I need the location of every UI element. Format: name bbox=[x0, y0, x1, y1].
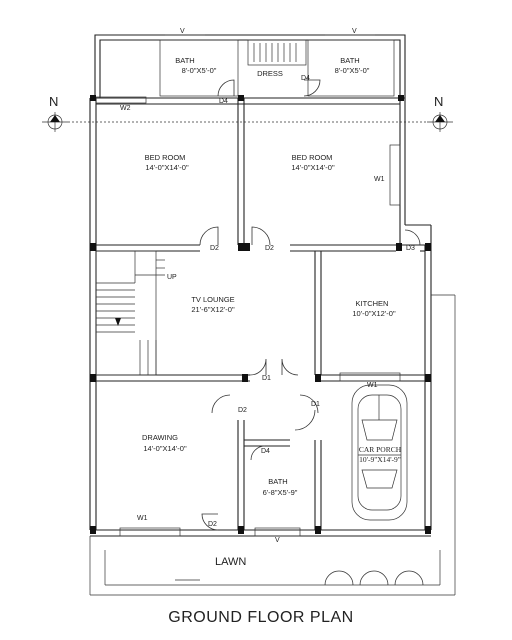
windows bbox=[95, 96, 401, 537]
north-label-right: N bbox=[434, 94, 443, 109]
tag-d1-lounge: D1 bbox=[262, 375, 271, 382]
bath3-size: 6'-8"X5'-9" bbox=[263, 488, 298, 497]
opening-tags: V V W2 D4 D4 W1 D2 D2 D3 D1 W1 D2 D1 D4 … bbox=[120, 28, 415, 544]
bath3-name: BATH bbox=[268, 477, 287, 486]
kitchen-size: 10'-0"X12'-0" bbox=[352, 309, 396, 318]
bath1-name: BATH bbox=[175, 56, 194, 65]
north-arrow-left: N bbox=[42, 94, 68, 132]
tag-d2-entry: D2 bbox=[208, 521, 217, 528]
room-labels: BATH 8'-0"X5'-0" DRESS BATH 8'-0"X5'-0" … bbox=[142, 56, 402, 497]
tag-w1-porch: W1 bbox=[367, 382, 378, 389]
stair-up-label: UP bbox=[167, 274, 177, 281]
bath1-size: 8'-0"X5'-0" bbox=[182, 66, 217, 75]
tag-w2: W2 bbox=[120, 105, 131, 112]
door-swings bbox=[199, 79, 421, 531]
plan-title: GROUND FLOOR PLAN bbox=[168, 609, 353, 626]
tag-w1-drawing: W1 bbox=[137, 515, 148, 522]
tag-d3: D3 bbox=[406, 245, 415, 252]
kitchen-name: KITCHEN bbox=[356, 299, 389, 308]
bedroom2-size: 14'-0"X14'-0" bbox=[291, 163, 335, 172]
dress-name: DRESS bbox=[257, 69, 283, 78]
interior-walls bbox=[90, 98, 431, 530]
tag-w1-bedroom: W1 bbox=[374, 176, 385, 183]
bedroom1-name: BED ROOM bbox=[145, 153, 186, 162]
bath2-name: BATH bbox=[340, 56, 359, 65]
tag-d2-bed1: D2 bbox=[210, 245, 219, 252]
north-arrow-right: N bbox=[427, 94, 453, 132]
lawn-label: LAWN bbox=[215, 556, 246, 568]
tag-v-top-right: V bbox=[352, 28, 357, 35]
north-label-left: N bbox=[49, 94, 58, 109]
car-porch-name: CAR PORCH bbox=[359, 445, 402, 454]
tag-v-top-left: V bbox=[180, 28, 185, 35]
tag-d2-drawing: D2 bbox=[238, 407, 247, 414]
bedroom1-size: 14'-0"X14'-0" bbox=[145, 163, 189, 172]
drawing-name: DRAWING bbox=[142, 433, 178, 442]
top-annex bbox=[159, 34, 395, 97]
tag-d2-bed2: D2 bbox=[265, 245, 274, 252]
tag-d4-bath: D4 bbox=[261, 448, 270, 455]
bath2-size: 8'-0"X5'-0" bbox=[335, 66, 370, 75]
tag-v-bottom: V bbox=[275, 537, 280, 544]
tag-d4-left: D4 bbox=[219, 98, 228, 105]
tv-lounge-name: TV LOUNGE bbox=[191, 295, 234, 304]
tag-d1-porch: D1 bbox=[311, 401, 320, 408]
bedroom2-name: BED ROOM bbox=[292, 153, 333, 162]
tag-d4-right: D4 bbox=[301, 75, 310, 82]
car-outline bbox=[351, 384, 408, 521]
columns bbox=[90, 95, 431, 534]
tv-lounge-size: 21'-6"X12'-0" bbox=[191, 305, 235, 314]
car-porch-size: 10'-9"X14'-9" bbox=[359, 455, 401, 464]
site-boundary bbox=[89, 294, 456, 596]
staircase bbox=[95, 250, 165, 376]
drawing-size: 14'-0"X14'-0" bbox=[143, 444, 187, 453]
